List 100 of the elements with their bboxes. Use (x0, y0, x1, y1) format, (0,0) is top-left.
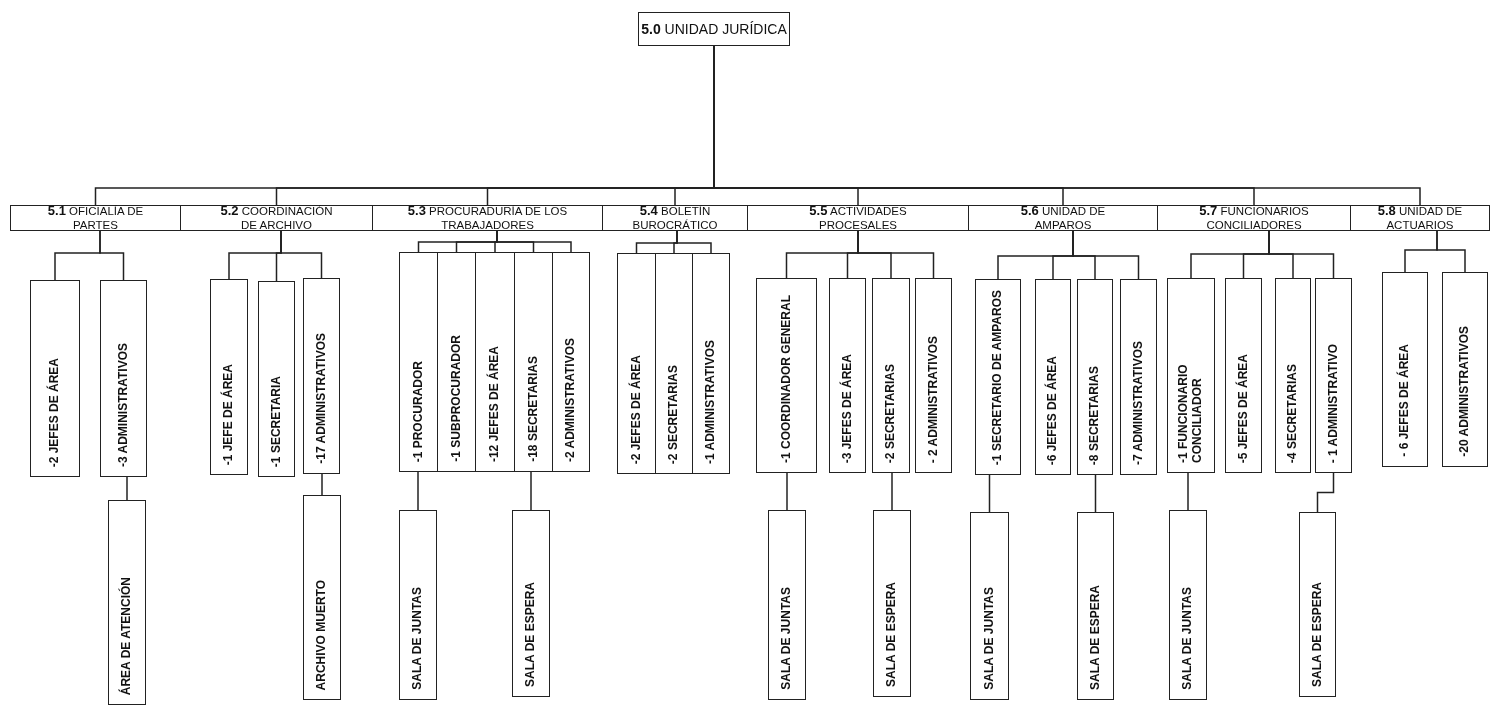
department-box (747, 205, 969, 231)
room-label: ÁREA DE ATENCIÓN (120, 576, 134, 695)
department-box (968, 205, 1158, 231)
staff-box (1035, 279, 1071, 475)
staff-box (1442, 272, 1488, 467)
department-title: 5.3 PROCURADURÍA DE LOS TRABAJADORES (406, 203, 569, 233)
staff-label: -2 SECRETARIAS (884, 363, 898, 463)
room-label: SALA DE JUNTAS (411, 587, 425, 690)
room-box (512, 510, 550, 697)
connector-line (126, 476, 128, 501)
staff-box (756, 278, 817, 473)
staff-label: -4 SECRETARIAS (1286, 363, 1300, 463)
department-title: 5.4 BOLETÍN BUROCRÁTICO (631, 203, 719, 233)
room-label: SALA DE ESPERA (1088, 585, 1103, 690)
staff-box (1077, 279, 1113, 475)
staff-box (210, 279, 248, 475)
staff-box (829, 278, 866, 473)
staff-label: -1 COORDINADOR GENERAL (779, 295, 794, 463)
connector-line (321, 473, 323, 496)
staff-label: -1 SUBPROCURADOR (449, 335, 464, 462)
room-label: SALA DE ESPERA (885, 582, 899, 687)
staff-box (437, 252, 476, 472)
staff-label: -1 JEFE DE ÁREA (222, 363, 236, 465)
staff-label: -3 JEFES DE ÁREA (840, 353, 855, 463)
staff-box (617, 253, 656, 474)
room-box (108, 500, 146, 705)
staff-label: -1 PROCURADOR (411, 360, 426, 462)
room-label: ARCHIVO MUERTO (315, 579, 329, 690)
connector-line (280, 230, 323, 279)
department-box (602, 205, 748, 231)
room-box (873, 510, 911, 697)
staff-label: -7 ADMINISTRATIVOS (1131, 341, 1146, 465)
room-box (303, 495, 341, 700)
room-label: SALA DE JUNTAS (982, 587, 997, 690)
staff-box (1315, 278, 1352, 473)
staff-box (30, 280, 80, 477)
staff-label: -3 ADMINISTRATIVOS (116, 343, 131, 467)
department-title: 5.8 UNIDAD DE ACTUARIOS (1376, 203, 1464, 233)
staff-label: -12 JEFES DE ÁREA (488, 345, 502, 462)
staff-label: - 1 ADMINISTRATIVO (1326, 343, 1341, 463)
staff-box (655, 253, 693, 474)
staff-box (514, 252, 553, 472)
department-box (372, 205, 603, 231)
staff-box (475, 252, 515, 472)
connector-line (857, 230, 935, 279)
connector-line (676, 230, 712, 254)
staff-label: -2 JEFES DE ÁREA (629, 354, 644, 464)
room-label: SALA DE JUNTAS (780, 587, 794, 690)
staff-box (1275, 278, 1311, 473)
connector-line (988, 474, 991, 513)
department-box (1350, 205, 1490, 231)
staff-box (303, 278, 340, 474)
connector-line (99, 230, 125, 281)
connector-line (1268, 230, 1335, 279)
connector-line (417, 471, 419, 511)
room-box (1299, 512, 1336, 697)
department-title: 5.6 UNIDAD DE AMPAROS (1019, 203, 1107, 233)
staff-label: -1 FUNCIONARIO CONCILIADOR (1177, 363, 1205, 463)
staff-label: -18 SECRETARIAS (526, 356, 541, 462)
staff-box (100, 280, 147, 477)
connector-line (1436, 230, 1466, 273)
staff-label: -6 JEFES DE ÁREA (1046, 355, 1060, 465)
room-label: SALA DE ESPERA (1310, 582, 1325, 687)
staff-label: - 2 ADMINISTRATIVOS (926, 335, 941, 463)
connector-line (1187, 472, 1189, 511)
staff-label: -1 ADMINISTRATIVOS (704, 340, 718, 464)
staff-box (692, 253, 730, 474)
staff-box (1382, 272, 1428, 467)
staff-label: -2 ADMINISTRATIVOS (564, 338, 578, 462)
staff-label: -2 JEFES DE ÁREA (48, 357, 62, 467)
department-box (180, 205, 373, 231)
room-label: SALA DE JUNTAS (1181, 587, 1195, 690)
department-title: 5.2 COORDINACIÓN DE ARCHIVO (219, 203, 334, 233)
room-box (970, 512, 1009, 700)
staff-label: -1 SECRETARIA (269, 375, 284, 467)
unit-box (638, 12, 790, 46)
staff-box (915, 278, 952, 473)
staff-label: -1 SECRETARIO DE AMPAROS (991, 289, 1005, 465)
room-box (1169, 510, 1207, 700)
room-label: SALA DE ESPERA (524, 582, 538, 687)
staff-label: -20 ADMINISTRATIVOS (1458, 326, 1472, 457)
room-box (1077, 512, 1114, 700)
staff-label: -17 ADMINISTRATIVOS (314, 333, 329, 464)
department-title: 5.5 ACTIVIDADES PROCESALES (808, 203, 908, 233)
department-box (10, 205, 181, 231)
staff-box (1120, 279, 1157, 475)
connector-line (1072, 230, 1140, 280)
department-title: 5.1 OFICIALÍA DE PARTES (46, 203, 145, 233)
connector-line (1316, 472, 1335, 513)
staff-label: -5 JEFES DE ÁREA (1236, 353, 1251, 463)
staff-box (1225, 278, 1262, 473)
staff-label: - 6 JEFES DE ÁREA (1398, 344, 1412, 457)
staff-label: -2 SECRETARIAS (667, 364, 681, 464)
unit-title: 5.0 UNIDAD JURÍDICA (641, 21, 787, 37)
room-box (399, 510, 437, 700)
staff-box (552, 252, 590, 472)
room-box (768, 510, 806, 700)
connector-line (1094, 474, 1097, 513)
staff-box (1167, 278, 1215, 473)
connector-line (891, 472, 893, 511)
